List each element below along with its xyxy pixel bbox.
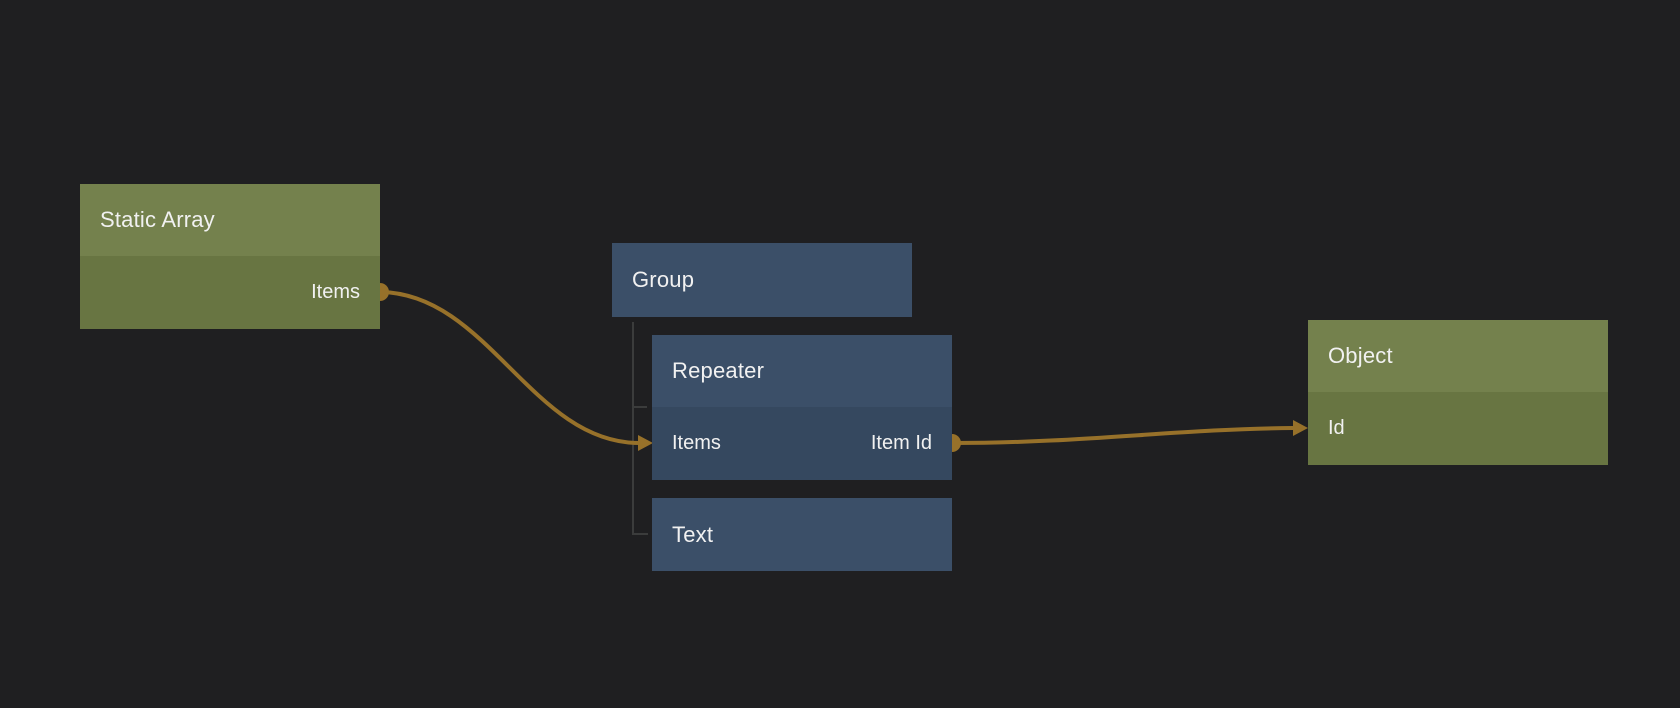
output-port-label-items[interactable]: Items xyxy=(311,281,360,303)
input-port-label-id[interactable]: Id xyxy=(1328,417,1345,439)
node-static-array-title[interactable]: Static Array xyxy=(80,184,380,256)
node-object[interactable]: Object Id xyxy=(1308,320,1608,465)
wire-repeater-item-id-to-object-id[interactable] xyxy=(952,426,1294,445)
wire-static-array-items-to-repeater-items[interactable] xyxy=(380,290,639,445)
node-repeater-title[interactable]: Repeater xyxy=(652,335,952,407)
node-repeater[interactable]: Repeater Items Item Id xyxy=(652,335,952,480)
tree-connector-group-text xyxy=(632,322,648,535)
arrowhead-object-id-input xyxy=(1293,420,1308,436)
node-object-title[interactable]: Object xyxy=(1308,320,1608,392)
output-port-label-item-id[interactable]: Item Id xyxy=(870,432,932,454)
port-row-static-array[interactable]: Items xyxy=(80,256,380,329)
node-static-array[interactable]: Static Array Items xyxy=(80,184,380,329)
node-text-title[interactable]: Text xyxy=(652,498,952,571)
arrowhead-repeater-items-input xyxy=(638,435,653,451)
node-group[interactable]: Group xyxy=(612,243,912,317)
port-row-object[interactable]: Id xyxy=(1308,392,1608,465)
input-port-label-items[interactable]: Items xyxy=(672,432,721,454)
node-group-title[interactable]: Group xyxy=(612,243,912,317)
node-text[interactable]: Text xyxy=(652,498,952,571)
port-row-repeater[interactable]: Items Item Id xyxy=(652,407,952,480)
